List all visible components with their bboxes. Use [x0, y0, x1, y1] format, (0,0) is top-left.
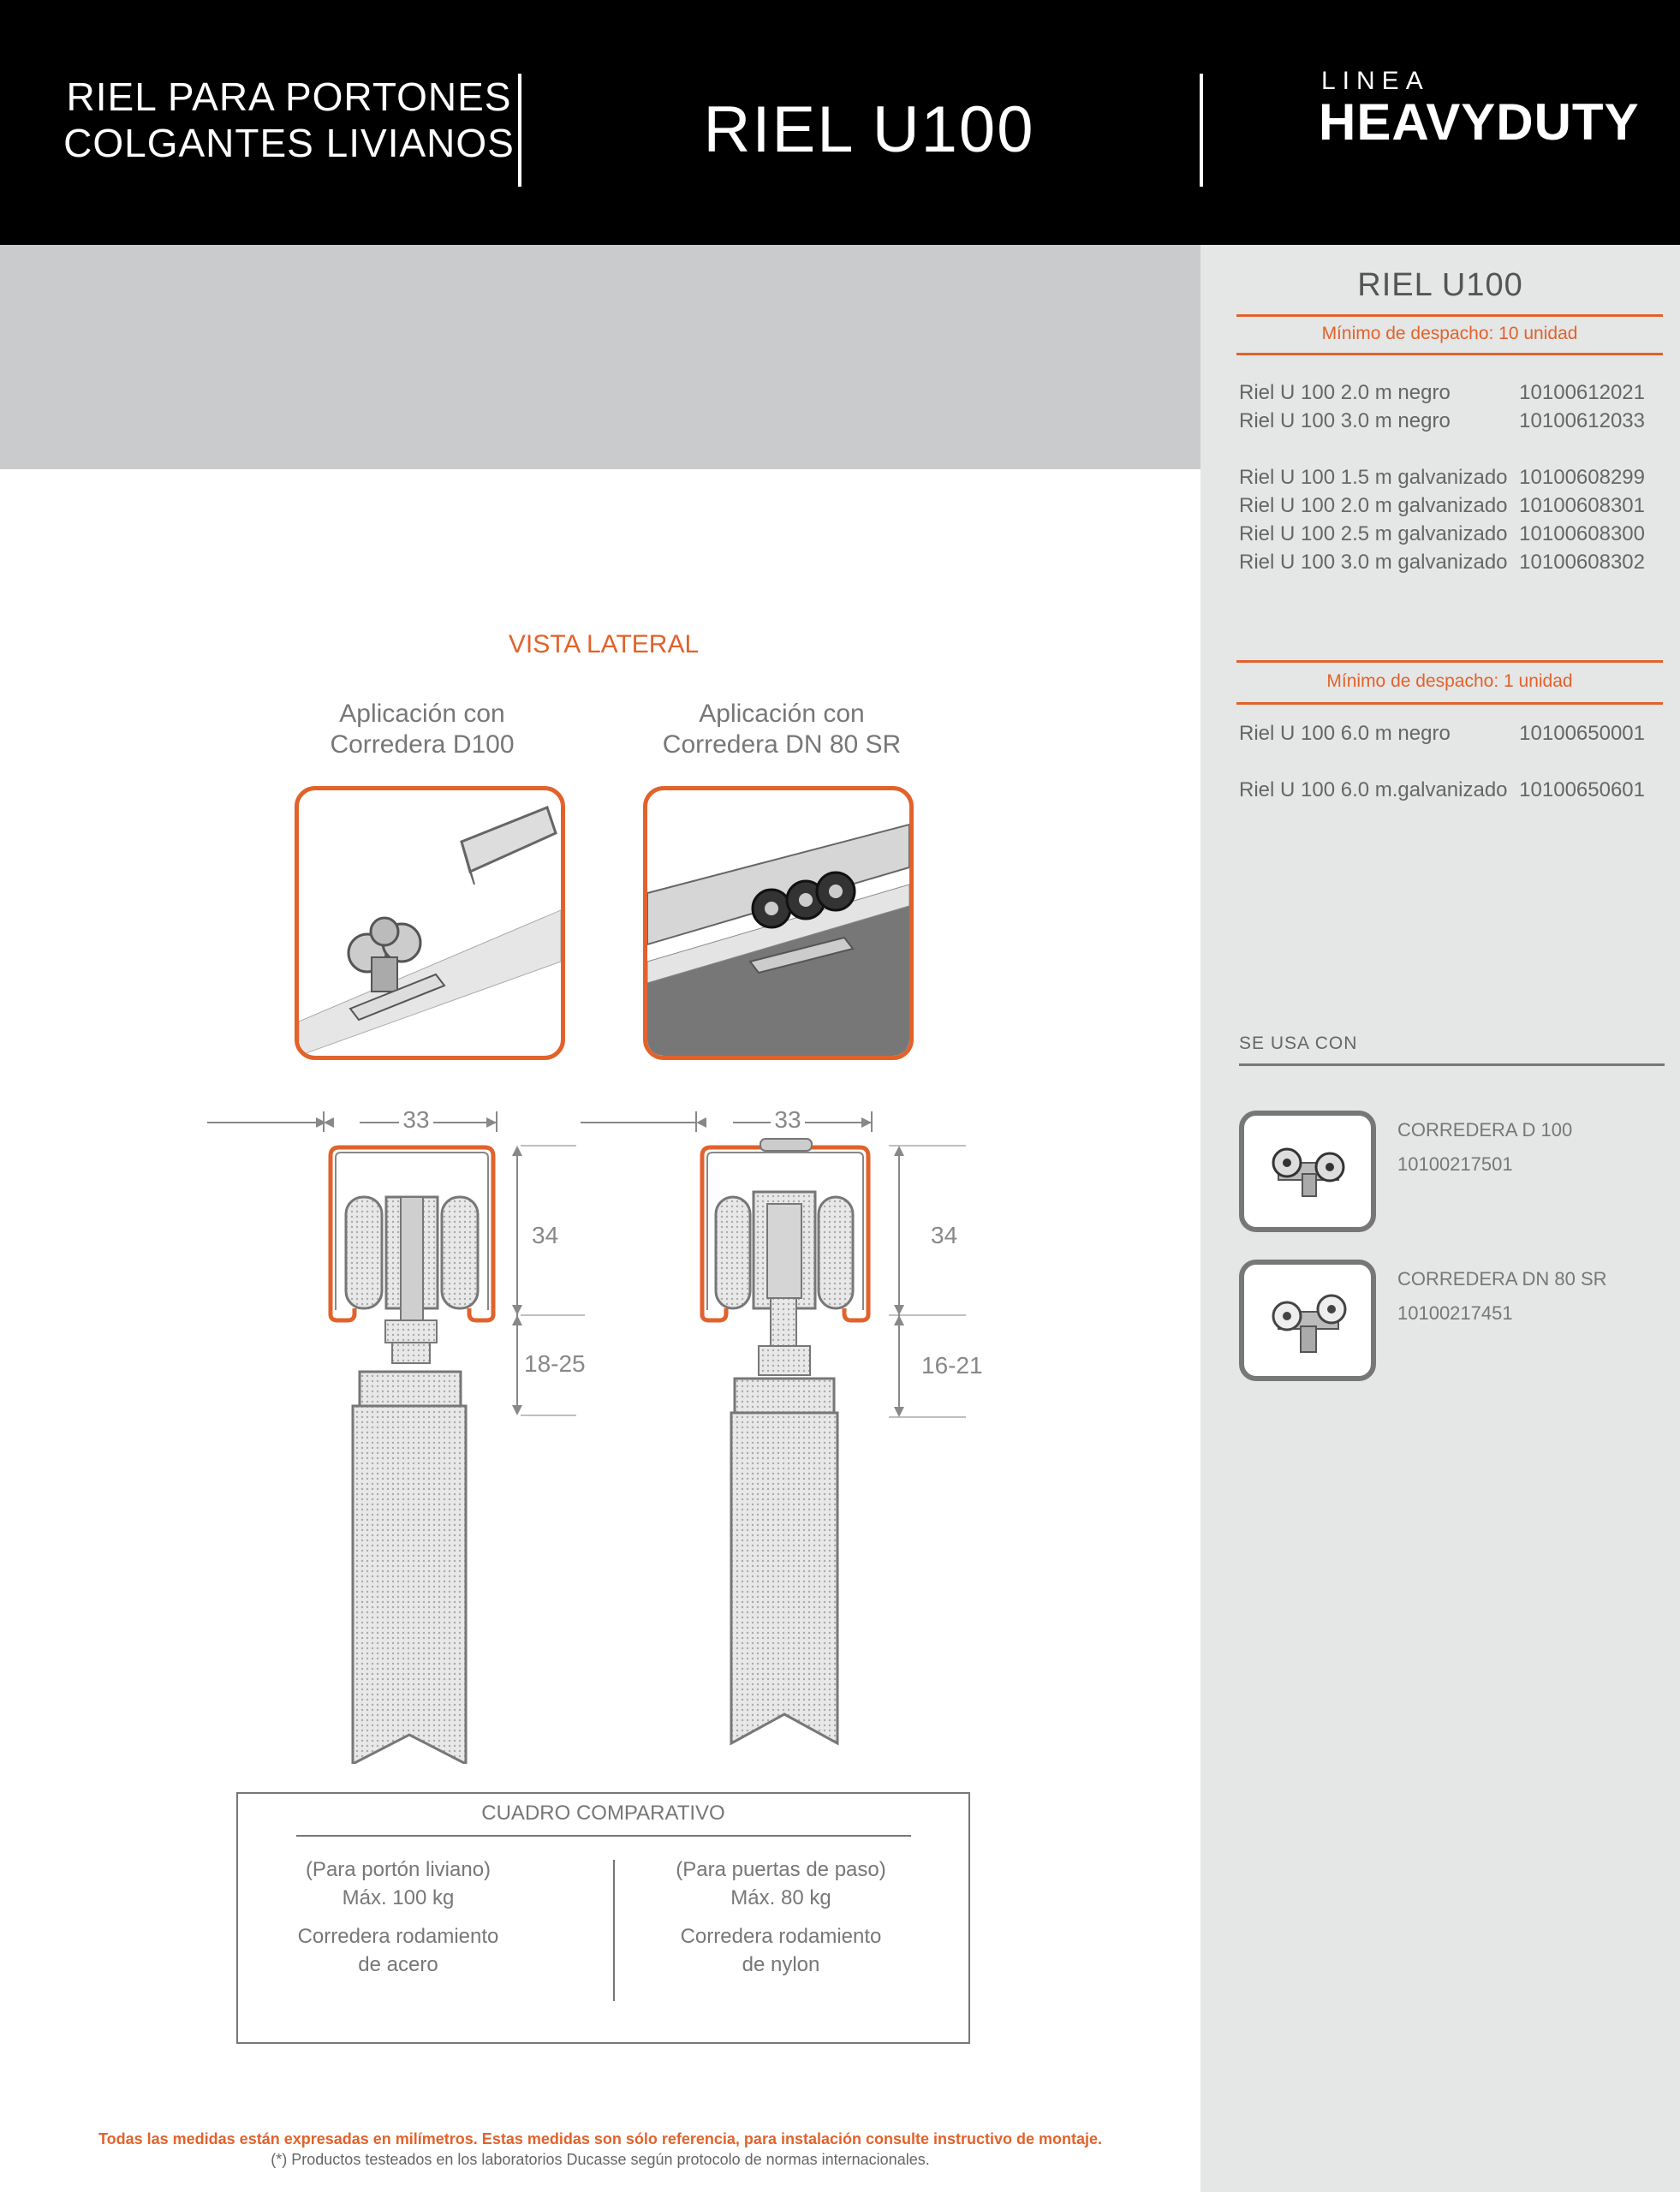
comparison-bearing: de acero — [358, 1953, 438, 1977]
header-subtitle-line2: COLGANTES LIVIANOS — [63, 121, 515, 166]
comparison-max-load: Máx. 100 kg — [342, 1886, 455, 1910]
min-order-label: Mínimo de despacho: 10 unidad — [1321, 324, 1578, 343]
product-code: 10100608301 — [1519, 494, 1645, 517]
dimension-width-right: 33 — [771, 1106, 805, 1134]
header-subtitle: RIEL PARA PORTONES COLGANTES LIVIANOS — [51, 74, 527, 167]
product-name: Riel U 100 1.5 m galvanizado — [1239, 466, 1508, 489]
product-code: 10100612021 — [1519, 381, 1645, 404]
product-code: 10100608299 — [1519, 466, 1645, 489]
application-caption-left: Aplicación con Corredera D100 — [277, 699, 568, 760]
product-name: Riel U 100 2.0 m negro — [1239, 381, 1451, 404]
divider — [1236, 702, 1663, 705]
caption-line: Aplicación con — [699, 700, 865, 728]
sidebar-title: RIEL U100 — [1357, 267, 1523, 303]
dimension-width-left: 33 — [399, 1106, 433, 1134]
header-divider — [518, 74, 521, 187]
comparison-use: (Para portón liviano) — [305, 1858, 491, 1881]
dimension-height-right: 34 — [931, 1222, 958, 1248]
comparison-title: CUADRO COMPARATIVO — [481, 1802, 725, 1825]
list-item: Riel U 100 3.0 m negro 10100612033 — [1239, 409, 1645, 433]
drawing-right — [581, 1111, 966, 1746]
section-title: VISTA LATERAL — [508, 630, 700, 658]
drawing-left — [207, 1111, 585, 1764]
divider — [1239, 1063, 1665, 1066]
application-photo-d100 — [295, 786, 565, 1060]
list-item: Riel U 100 2.0 m negro 10100612021 — [1239, 381, 1645, 405]
header-subtitle-line1: RIEL PARA PORTONES — [66, 74, 512, 119]
divider — [1236, 314, 1663, 317]
product-name: Riel U 100 6.0 m.galvanizado — [1239, 778, 1508, 801]
technical-drawing — [207, 1111, 966, 1764]
product-name: Riel U 100 3.0 m negro — [1239, 409, 1451, 432]
product-code: 10100650601 — [1519, 778, 1645, 801]
related-product-name: CORREDERA D 100 — [1397, 1119, 1573, 1141]
page-title: RIEL U100 — [703, 93, 1035, 166]
product-name: Riel U 100 2.5 m galvanizado — [1239, 522, 1508, 545]
comparison-bearing: Corredera rodamiento — [680, 1925, 882, 1949]
header-divider — [1200, 74, 1203, 187]
divider — [296, 1835, 911, 1837]
column-divider — [613, 1860, 615, 2001]
caption-line: Corredera D100 — [330, 730, 515, 759]
related-product-name: CORREDERA DN 80 SR — [1397, 1268, 1607, 1290]
list-item: Riel U 100 1.5 m galvanizado 10100608299 — [1239, 466, 1645, 490]
dimension-drop-left: 18-25 — [524, 1350, 586, 1377]
product-name: Riel U 100 2.0 m galvanizado — [1239, 494, 1508, 517]
list-item: Riel U 100 3.0 m galvanizado 10100608302 — [1239, 551, 1645, 575]
footer-tested: (*) Productos testeados en los laborator… — [271, 2151, 930, 2168]
list-item: Riel U 100 2.0 m galvanizado 10100608301 — [1239, 494, 1645, 518]
list-item: Riel U 100 6.0 m negro 10100650001 — [1239, 722, 1645, 746]
product-name: Riel U 100 6.0 m negro — [1239, 722, 1451, 745]
caption-line: Corredera DN 80 SR — [662, 730, 902, 759]
brand-prefix: LINEA — [1321, 67, 1430, 95]
comparison-use: (Para puertas de paso) — [676, 1858, 886, 1881]
application-caption-right: Aplicación con Corredera DN 80 SR — [632, 699, 932, 760]
header-bar — [0, 0, 1680, 245]
related-product-code: 10100217451 — [1397, 1302, 1513, 1324]
caption-line: Aplicación con — [339, 700, 505, 728]
list-item: Riel U 100 2.5 m galvanizado 10100608300 — [1239, 522, 1645, 546]
uses-with-label: SE USA CON — [1239, 1033, 1358, 1053]
corredera-dn80sr-thumbnail — [1239, 1260, 1376, 1381]
product-code: 10100608300 — [1519, 522, 1645, 545]
related-product-code: 10100217501 — [1397, 1153, 1513, 1175]
product-code: 10100608302 — [1519, 551, 1645, 574]
min-order-label: Mínimo de despacho: 1 unidad — [1326, 671, 1573, 691]
dimension-drop-right: 16-21 — [921, 1352, 983, 1379]
dimension-height-left: 34 — [532, 1222, 559, 1248]
divider — [1236, 660, 1663, 663]
comparison-bearing: Corredera rodamiento — [297, 1925, 499, 1949]
footer-note: Todas las medidas están expresadas en mi… — [98, 2130, 1103, 2147]
comparison-box — [236, 1792, 970, 2044]
divider — [1236, 353, 1663, 355]
comparison-max-load: Máx. 80 kg — [730, 1886, 831, 1910]
product-name: Riel U 100 3.0 m galvanizado — [1239, 551, 1508, 574]
product-code: 10100650001 — [1519, 722, 1645, 745]
product-code: 10100612033 — [1519, 409, 1645, 432]
gray-band — [0, 245, 1200, 469]
comparison-left: (Para portón liviano) Máx. 100 kg Corred… — [257, 1855, 539, 1979]
application-photo-dn80sr — [643, 786, 914, 1060]
corredera-d100-thumbnail — [1239, 1111, 1376, 1232]
trolley-icon — [1272, 1294, 1347, 1353]
list-item: Riel U 100 6.0 m.galvanizado 10100650601 — [1239, 778, 1645, 802]
trolley-icon — [1272, 1147, 1345, 1197]
comparison-right: (Para puertas de paso) Máx. 80 kg Corred… — [640, 1855, 922, 1979]
comparison-bearing: de nylon — [742, 1953, 820, 1977]
brand-logo: HEAVYDUTY — [1319, 93, 1640, 151]
